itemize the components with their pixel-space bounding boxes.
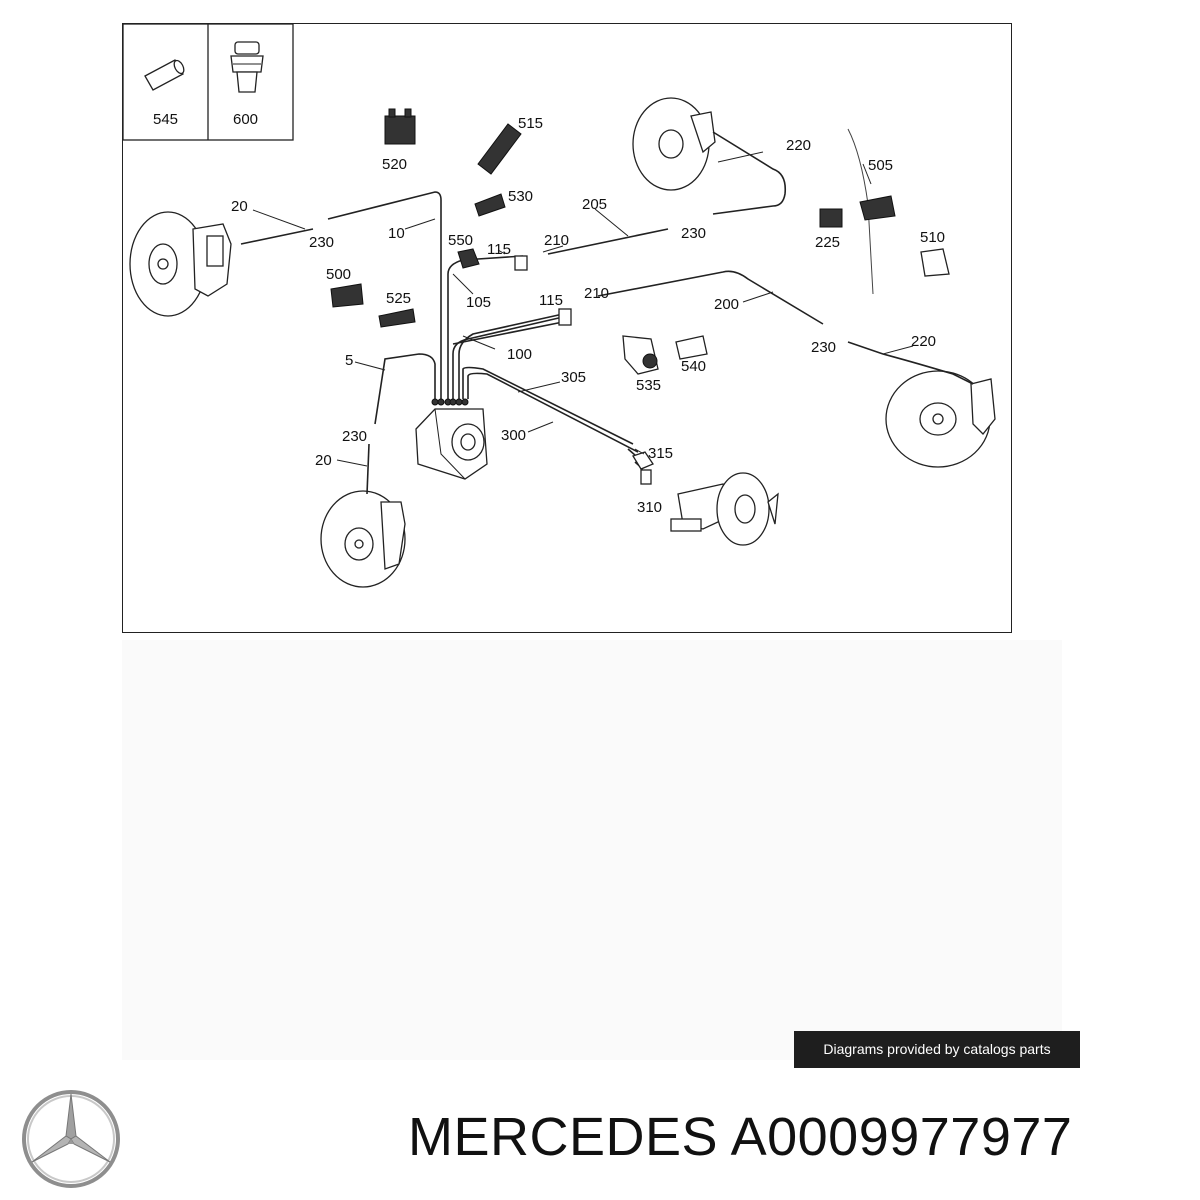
brake-disc-front-right-icon xyxy=(320,490,406,588)
callout-315: 315 xyxy=(648,445,673,462)
callout-5: 5 xyxy=(345,352,353,369)
clip-500-icon xyxy=(330,283,364,308)
brake-booster-icon xyxy=(670,472,779,546)
callout-500: 500 xyxy=(326,266,351,283)
provider-badge: Diagrams provided by catalogs parts xyxy=(794,1031,1080,1068)
clip-225-icon xyxy=(819,208,843,228)
callout-115-lower: 115 xyxy=(539,292,563,309)
callout-230-rear-left: 230 xyxy=(681,225,706,242)
callout-205: 205 xyxy=(582,196,607,213)
callout-10: 10 xyxy=(388,225,405,242)
sleeve-545-icon xyxy=(144,59,185,91)
watermark-panel xyxy=(122,640,1062,1060)
clip-505-icon xyxy=(859,195,896,221)
clip-535-icon xyxy=(622,335,659,375)
callout-530: 530 xyxy=(508,188,533,205)
callout-225: 225 xyxy=(815,234,840,251)
callout-535: 535 xyxy=(636,377,661,394)
diagram-drawing: 545 600 xyxy=(123,24,996,588)
callout-520: 520 xyxy=(382,156,407,173)
callout-20-front-right: 20 xyxy=(315,452,332,469)
pipe-300-305-icon xyxy=(632,451,654,470)
brake-lines xyxy=(240,128,974,495)
callout-545: 545 xyxy=(153,111,178,128)
brake-disc-rear-left-icon xyxy=(632,97,716,191)
callout-510: 510 xyxy=(920,229,945,246)
parts-diagram: 545 600 xyxy=(122,23,1012,633)
part-title: MERCEDES A0009977977 xyxy=(408,1106,1072,1168)
callout-20-front-left: 20 xyxy=(231,198,248,215)
connector-115b-icon xyxy=(558,308,572,326)
callout-220-rear-right: 220 xyxy=(911,333,936,350)
clip-550-icon xyxy=(457,248,480,269)
clip-525-icon xyxy=(378,308,416,328)
part-number: A0009977977 xyxy=(730,1107,1073,1167)
callout-540: 540 xyxy=(681,358,706,375)
clip-520-icon xyxy=(384,108,416,145)
callout-305: 305 xyxy=(561,369,586,386)
clip-540-icon xyxy=(675,335,708,360)
callout-230-rear-right: 230 xyxy=(811,339,836,356)
clip-510-icon xyxy=(920,248,950,277)
clip-530-icon xyxy=(474,193,506,217)
callout-300: 300 xyxy=(501,427,526,444)
fitting-310-icon xyxy=(640,469,652,485)
callout-550: 550 xyxy=(448,232,473,249)
brake-disc-front-left-icon xyxy=(129,211,232,317)
callout-220-rear-left: 220 xyxy=(786,137,811,154)
cap-600-icon xyxy=(230,41,264,93)
callout-310: 310 xyxy=(637,499,662,516)
callout-105: 105 xyxy=(466,294,491,311)
callout-200: 200 xyxy=(714,296,739,313)
brake-disc-rear-right-icon xyxy=(885,370,996,468)
callout-525: 525 xyxy=(386,290,411,307)
callout-515: 515 xyxy=(518,115,543,132)
callout-230-front-left: 230 xyxy=(309,234,334,251)
callout-210-lower: 210 xyxy=(584,285,609,302)
mercedes-star-logo-icon xyxy=(22,1090,120,1188)
callout-115-upper: 115 xyxy=(487,241,511,258)
abs-hydraulic-unit-icon xyxy=(415,408,488,480)
leader-lines xyxy=(252,151,914,467)
callout-600: 600 xyxy=(233,111,258,128)
inset-box: 545 600 xyxy=(123,24,294,141)
callout-labels: 520 515 220 505 20 230 10 530 205 230 22… xyxy=(231,115,945,516)
connector-115a-icon xyxy=(514,255,528,271)
clip-515-icon xyxy=(477,123,522,175)
callout-100: 100 xyxy=(507,346,532,363)
brand-name: MERCEDES xyxy=(408,1107,719,1167)
callout-230-front-right: 230 xyxy=(342,428,367,445)
callout-505: 505 xyxy=(868,157,893,174)
callout-210-upper: 210 xyxy=(544,232,569,249)
